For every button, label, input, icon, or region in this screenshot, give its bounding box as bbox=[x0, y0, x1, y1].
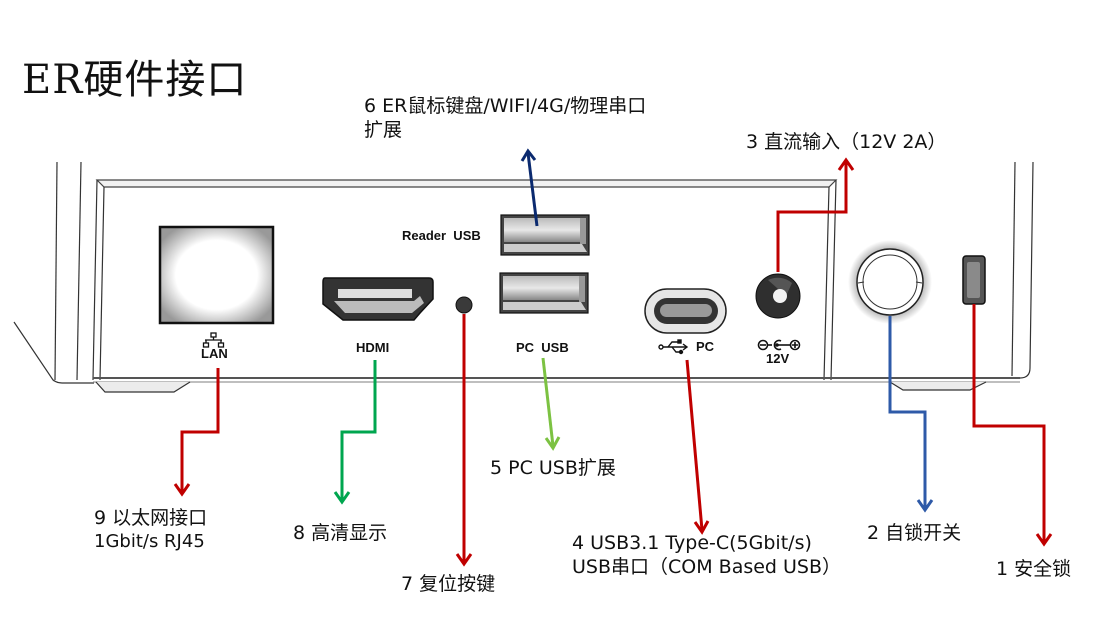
page-title: ER硬件接口 bbox=[22, 57, 248, 103]
callout-5-label: 5 PC USB扩展 bbox=[490, 457, 616, 479]
callout-8-label: 8 高清显示 bbox=[293, 522, 388, 544]
callout-9-label: 9 以太网接口 1Gbit/s RJ45 bbox=[94, 506, 207, 554]
callout-9-line bbox=[180, 368, 220, 492]
usb-typec-port bbox=[644, 288, 727, 334]
callout-3-arrowhead bbox=[837, 157, 855, 171]
callout-6-line bbox=[526, 152, 539, 227]
callout-2-label: 2 自锁开关 bbox=[867, 522, 962, 544]
pc-usb-label: PC USB bbox=[516, 340, 569, 355]
callout-4-line-1: 4 USB3.1 Type-C(5Gbit/s) bbox=[572, 532, 812, 554]
callout-6-line-1: 6 ER鼠标键盘/WIFI/4G/物理串口 bbox=[364, 95, 647, 117]
typec-label: PC bbox=[696, 339, 715, 354]
callout-1-arrowhead bbox=[1035, 533, 1053, 547]
callout-1-label: 1 安全锁 bbox=[996, 558, 1072, 580]
callout-5-arrowhead bbox=[544, 436, 561, 451]
callout-3-label: 3 直流输入（12V 2A） bbox=[746, 131, 947, 153]
callout-8-arrowhead bbox=[333, 491, 351, 505]
callout-4-line bbox=[685, 359, 704, 531]
callout-4-line-2: USB串口（COM Based USB） bbox=[572, 556, 842, 578]
dc-label: 12V bbox=[766, 351, 790, 366]
network-icon bbox=[202, 332, 225, 348]
callout-6-label: 6 ER鼠标键盘/WIFI/4G/物理串口 扩展 bbox=[364, 94, 646, 142]
callout-4-arrowhead bbox=[693, 520, 710, 535]
callout-8-line bbox=[340, 360, 377, 500]
reader-usb-label: Reader USB bbox=[402, 228, 481, 243]
callout-9-line-1: 9 以太网接口 bbox=[94, 507, 208, 529]
callout-9-arrowhead bbox=[173, 483, 191, 497]
callout-6-arrowhead bbox=[520, 148, 537, 162]
callout-9-line-2: 1Gbit/s RJ45 bbox=[94, 531, 205, 552]
callout-3-line bbox=[776, 162, 848, 272]
lan-label: LAN bbox=[201, 346, 228, 361]
power-switch bbox=[848, 240, 932, 324]
hdmi-label: HDMI bbox=[356, 340, 390, 355]
device-outline bbox=[13, 161, 1034, 393]
callout-4-label: 4 USB3.1 Type-C(5Gbit/s) USB串口（COM Based… bbox=[572, 531, 841, 579]
callout-1-line bbox=[972, 304, 1046, 542]
callout-6-line-2: 扩展 bbox=[364, 119, 403, 141]
dc-polarity-icon bbox=[757, 339, 801, 351]
callout-7-arrowhead bbox=[455, 553, 473, 567]
callout-2-line bbox=[888, 316, 927, 508]
callout-2-arrowhead bbox=[916, 499, 934, 513]
pc-usb-port bbox=[499, 272, 589, 314]
callout-7-label: 7 复位按键 bbox=[401, 573, 496, 595]
dc-jack bbox=[755, 273, 801, 319]
security-lock-slot bbox=[962, 255, 986, 305]
hdmi-port bbox=[322, 277, 434, 321]
callout-5-line bbox=[541, 357, 555, 447]
reader-usb-port bbox=[500, 214, 590, 256]
lan-port bbox=[158, 225, 275, 325]
usb-icon bbox=[658, 339, 689, 355]
reset-button bbox=[455, 296, 473, 314]
